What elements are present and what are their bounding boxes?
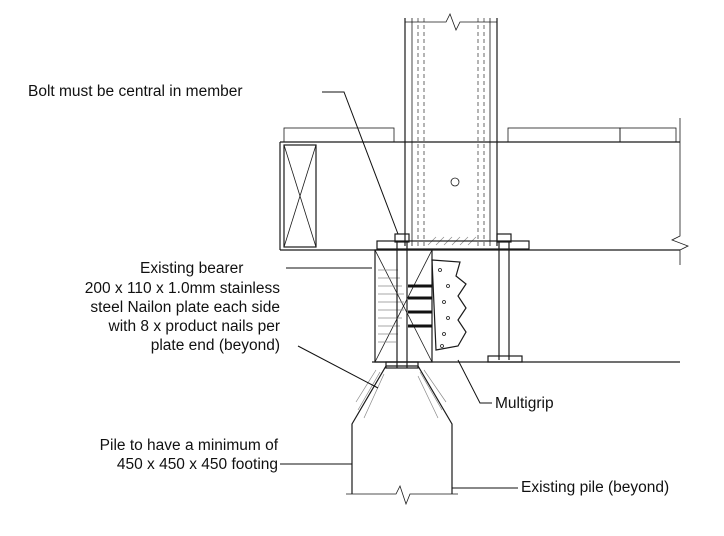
nailon-plate-label-line-3: with 8 x product nails per [108, 318, 280, 335]
bolt-left [385, 233, 419, 369]
nailon-plate-label-line-2: steel Nailon plate each side [90, 299, 280, 316]
existing-pile-label: Existing pile (beyond) [521, 479, 670, 496]
multigrip-bracket [431, 259, 467, 351]
footing-label-line-2: 450 x 450 x 450 footing [116, 456, 278, 473]
nailon-plate-hatch [378, 269, 404, 343]
bolt-right [487, 233, 523, 363]
vertical-post [404, 13, 498, 246]
bolt-label: Bolt must be central in member [28, 83, 243, 100]
existing-pile [346, 365, 458, 506]
leader-lines [280, 91, 518, 489]
footing-label-line-1: Pile to have a minimum of [99, 437, 278, 454]
joist [279, 118, 689, 265]
footing-label: Pile to have a minimum of 450 x 450 x 45… [100, 436, 278, 474]
nailon-plate-label-line-4: plate end (beyond) [150, 337, 280, 354]
existing-bearer-label: Existing bearer [140, 260, 244, 277]
nailon-plate-label-line-1: 200 x 110 x 1.0mm stainless [84, 280, 280, 297]
top-plate [376, 240, 530, 250]
nailon-plate-label: 200 x 110 x 1.0mm stainless steel Nailon… [85, 279, 280, 355]
floor-boards [283, 127, 677, 143]
product-nails [408, 284, 432, 328]
existing-bearer [372, 249, 680, 363]
multigrip-label: Multigrip [495, 395, 554, 412]
